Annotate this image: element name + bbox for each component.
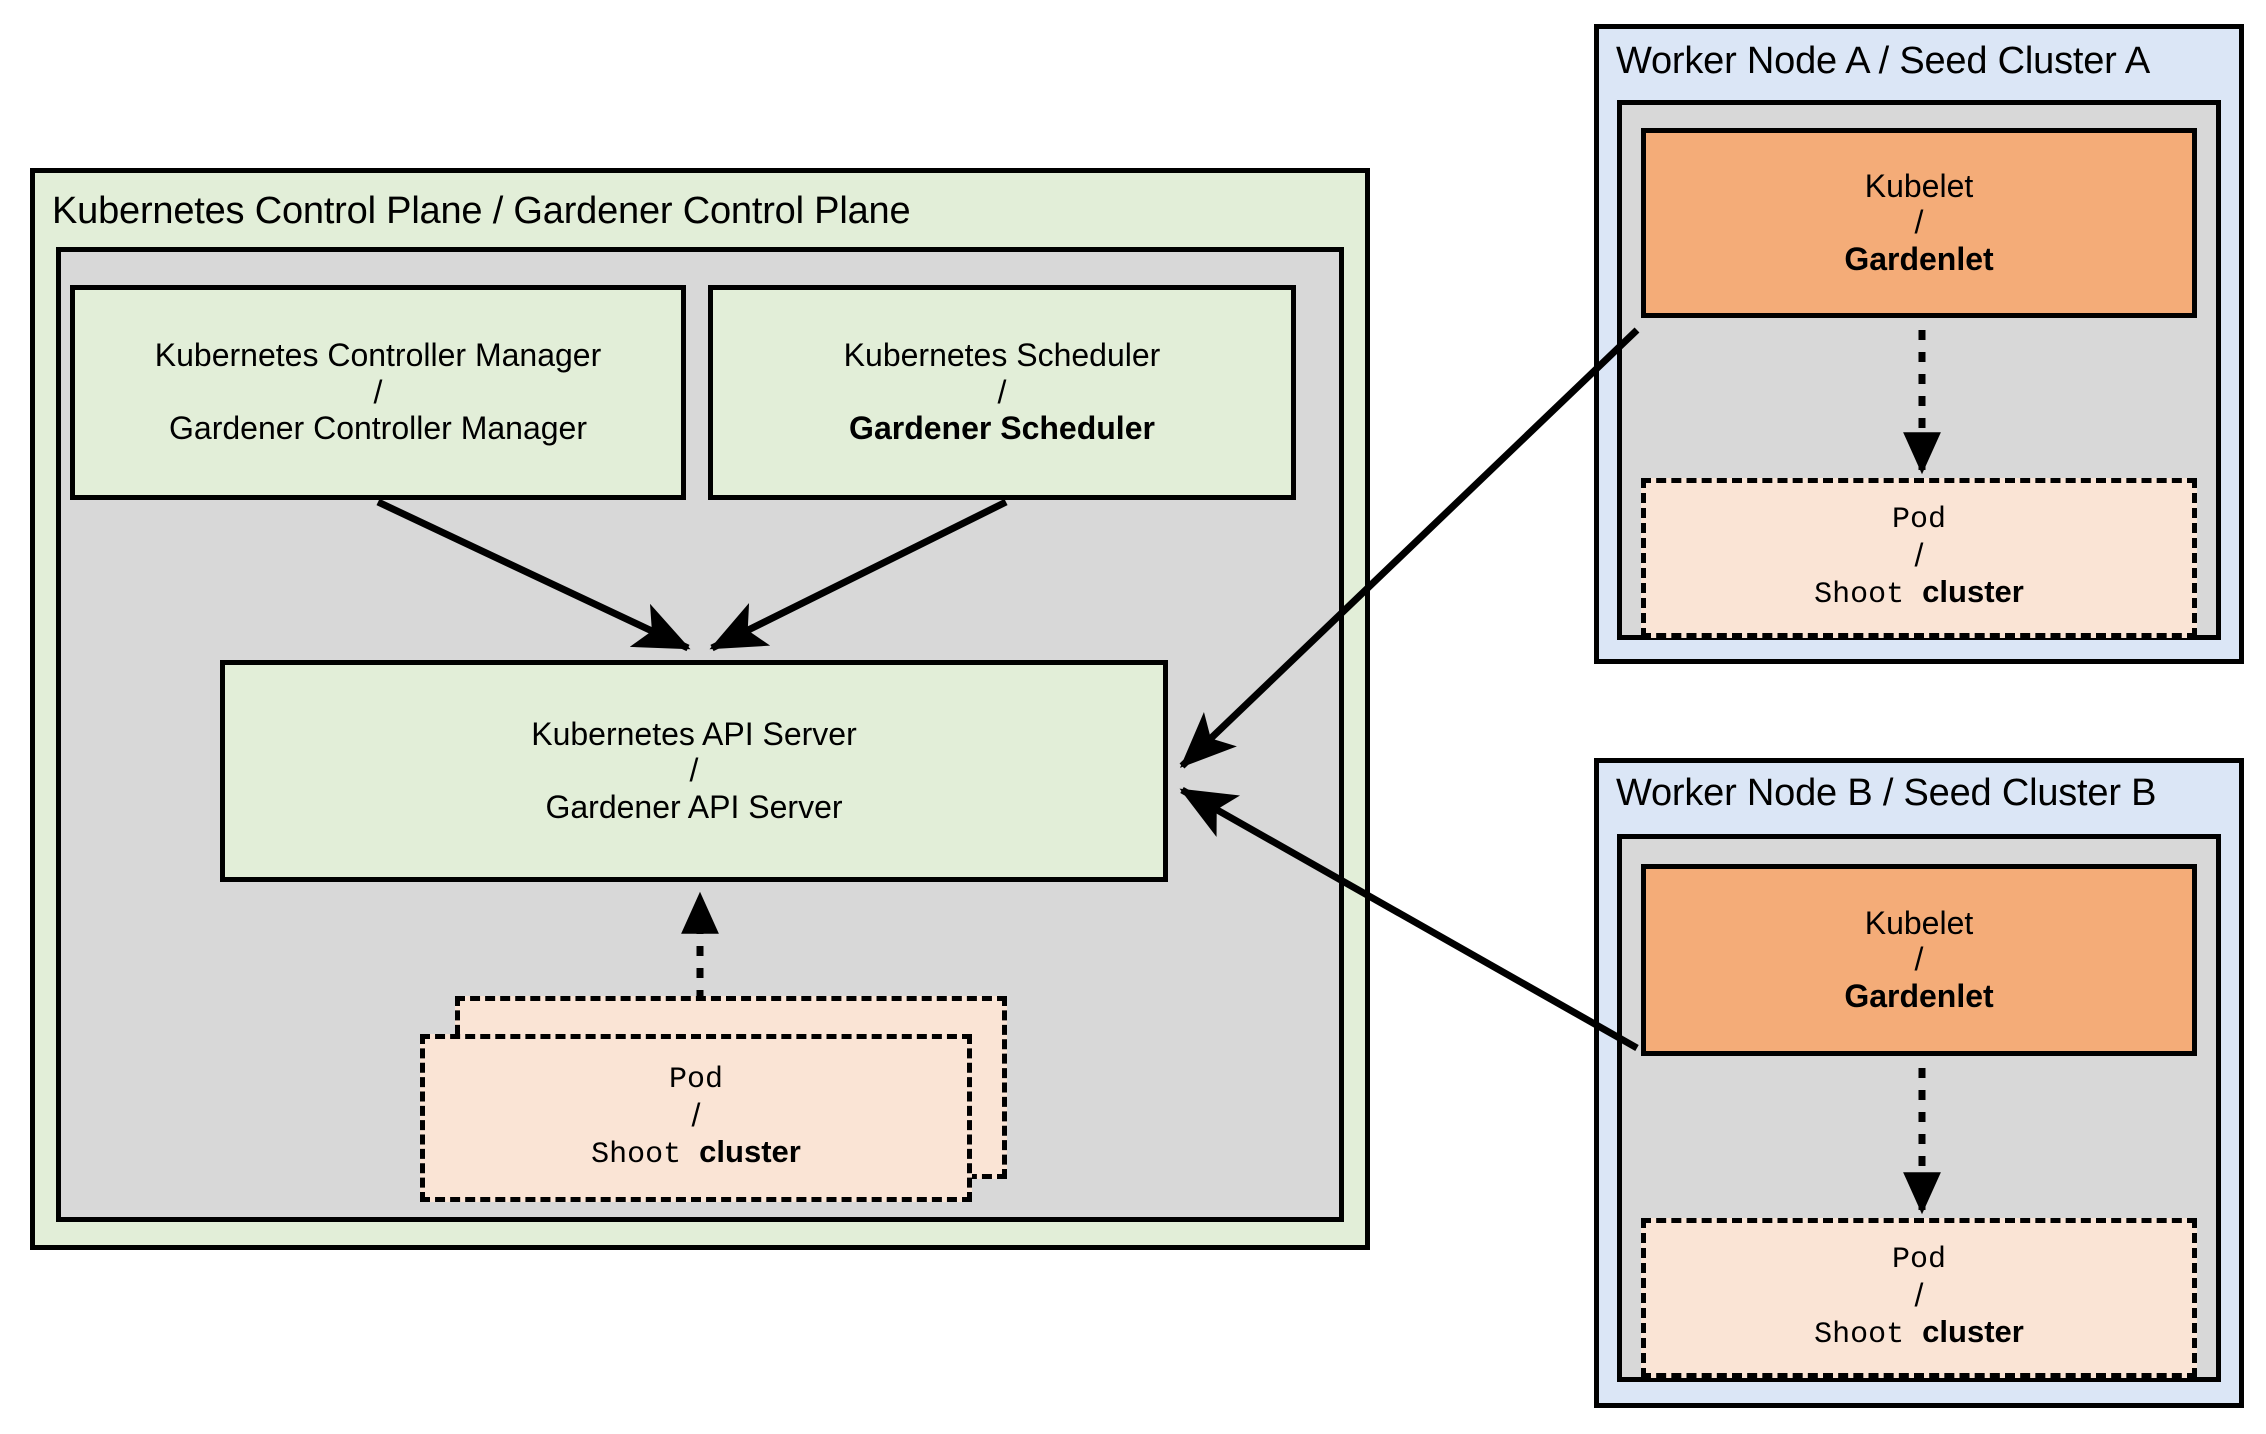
seed-b-pod-shoot-text: Shoot bbox=[1814, 1317, 1923, 1352]
scheduler-line-2: Gardener Scheduler bbox=[849, 410, 1155, 447]
seed-cluster-a-title: Worker Node A / Seed Cluster A bbox=[1616, 40, 2151, 82]
seed-b-kubelet-line-1: Kubelet bbox=[1864, 904, 1974, 941]
control-plane-pod-separator: / bbox=[691, 1097, 701, 1134]
seed-a-pod-line-1: Pod bbox=[1891, 503, 1946, 538]
control-plane-pod-cluster-text: cluster bbox=[699, 1133, 801, 1169]
seed-a-kubelet-box[interactable]: Kubelet / Gardenlet bbox=[1641, 128, 2197, 318]
seed-b-kubelet-box[interactable]: Kubelet / Gardenlet bbox=[1641, 864, 2197, 1056]
seed-b-kubelet-separator: / bbox=[1914, 941, 1924, 978]
seed-b-pod-line-2: Shoot cluster bbox=[1814, 1314, 2024, 1353]
api-server-line-1: Kubernetes API Server bbox=[531, 715, 857, 752]
seed-b-pod-cluster-text: cluster bbox=[1922, 1313, 2024, 1349]
seed-a-pod-cluster-text: cluster bbox=[1922, 573, 2024, 609]
kubernetes-controller-manager-box[interactable]: Kubernetes Controller Manager / Gardener… bbox=[70, 285, 686, 500]
kubernetes-scheduler-box[interactable]: Kubernetes Scheduler / Gardener Schedule… bbox=[708, 285, 1296, 500]
control-plane-pod-box[interactable]: Pod / Shoot cluster bbox=[420, 1034, 972, 1202]
seed-a-pod-separator: / bbox=[1914, 537, 1924, 574]
control-plane-pod-line-2: Shoot cluster bbox=[591, 1134, 801, 1173]
seed-b-pod-separator: / bbox=[1914, 1277, 1924, 1314]
seed-a-kubelet-line-1: Kubelet bbox=[1864, 167, 1974, 204]
control-plane-title: Kubernetes Control Plane / Gardener Cont… bbox=[52, 190, 911, 232]
seed-cluster-b-title: Worker Node B / Seed Cluster B bbox=[1616, 772, 2157, 814]
controller-manager-separator: / bbox=[373, 373, 383, 410]
api-server-separator: / bbox=[689, 752, 699, 789]
kubernetes-api-server-box[interactable]: Kubernetes API Server / Gardener API Ser… bbox=[220, 660, 1168, 882]
control-plane-pod-line-1: Pod bbox=[668, 1063, 723, 1098]
seed-a-pod-shoot-text: Shoot bbox=[1814, 577, 1923, 612]
seed-a-kubelet-line-2: Gardenlet bbox=[1844, 240, 1994, 277]
seed-b-pod-line-1: Pod bbox=[1891, 1243, 1946, 1278]
scheduler-line-1: Kubernetes Scheduler bbox=[843, 337, 1161, 374]
seed-b-pod-box[interactable]: Pod / Shoot cluster bbox=[1641, 1218, 2197, 1378]
api-server-line-2: Gardener API Server bbox=[545, 788, 843, 825]
seed-b-kubelet-line-2: Gardenlet bbox=[1844, 977, 1994, 1014]
control-plane-pod-shoot-text: Shoot bbox=[591, 1137, 700, 1172]
controller-manager-line-1: Kubernetes Controller Manager bbox=[154, 337, 602, 374]
scheduler-separator: / bbox=[997, 373, 1007, 410]
seed-a-kubelet-separator: / bbox=[1914, 204, 1924, 241]
seed-a-pod-line-2: Shoot cluster bbox=[1814, 574, 2024, 613]
seed-a-pod-box[interactable]: Pod / Shoot cluster bbox=[1641, 478, 2197, 638]
controller-manager-line-2: Gardener Controller Manager bbox=[169, 410, 587, 447]
